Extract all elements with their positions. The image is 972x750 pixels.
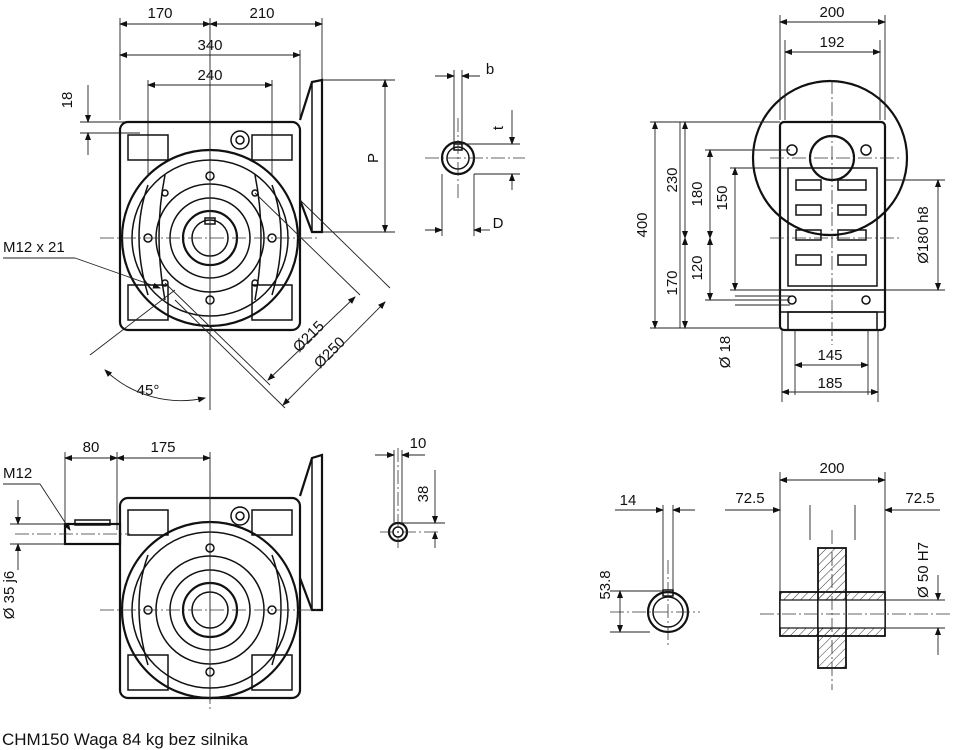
dim-170-side: 170 — [664, 270, 681, 295]
dim-150: 150 — [714, 185, 731, 210]
dim-38: 38 — [415, 486, 432, 503]
dim-o50h7: Ø 50 H7 — [915, 542, 932, 598]
dim-45deg: 45° — [137, 382, 160, 399]
dim-m12x21: M12 x 21 — [3, 239, 65, 256]
dim-m12: M12 — [3, 465, 32, 482]
side-view: 200 192 400 230 180 150 120 17 — [634, 4, 945, 402]
dim-120: 120 — [689, 255, 706, 280]
dim-80: 80 — [83, 439, 100, 456]
flange-key-view: P b t D — [322, 61, 525, 236]
caption: CHM150 Waga 84 kg bez silnika — [2, 730, 249, 749]
dim-240: 240 — [197, 67, 222, 84]
dim-192: 192 — [819, 34, 844, 51]
dim-200-bottom: 200 — [819, 460, 844, 477]
dim-72-5-left: 72.5 — [735, 490, 764, 507]
dim-t: t — [490, 125, 507, 130]
dim-o18: Ø 18 — [717, 336, 734, 369]
dim-145: 145 — [817, 347, 842, 364]
output-section-view: 200 72.5 72.5 Ø 50 H7 — [725, 460, 950, 690]
hollow-shaft-view: 14 53.8 — [597, 492, 700, 648]
dim-72-5-right: 72.5 — [905, 490, 934, 507]
dim-d: D — [493, 215, 504, 232]
dim-200-top: 200 — [819, 4, 844, 21]
dim-p: P — [365, 153, 382, 163]
dim-18: 18 — [59, 92, 76, 109]
dim-o180h8: Ø180 h8 — [915, 206, 932, 264]
dim-185: 185 — [817, 375, 842, 392]
dim-10: 10 — [410, 435, 427, 452]
key-view: 10 38 — [375, 435, 445, 548]
dim-340: 340 — [197, 37, 222, 54]
front-view: 170 210 340 240 18 — [3, 5, 391, 410]
dim-53-8: 53.8 — [597, 570, 614, 599]
dim-180: 180 — [689, 181, 706, 206]
dim-14: 14 — [620, 492, 637, 509]
dim-o35j6: Ø 35 j6 — [1, 571, 18, 619]
dim-170: 170 — [147, 5, 172, 22]
dim-400: 400 — [634, 212, 651, 237]
dim-175: 175 — [150, 439, 175, 456]
dim-230: 230 — [664, 167, 681, 192]
input-view: 80 175 M12 Ø 35 j6 — [1, 439, 324, 710]
dim-210: 210 — [249, 5, 274, 22]
dim-b: b — [486, 61, 494, 78]
